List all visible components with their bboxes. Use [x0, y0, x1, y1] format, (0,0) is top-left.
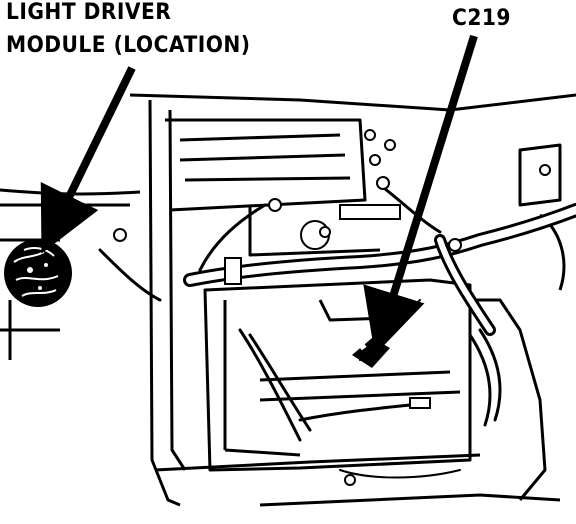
c219-leader-arrow	[363, 34, 478, 355]
connector-c219-label: C219	[452, 6, 511, 31]
dashboard-outline	[0, 93, 576, 507]
mounting-hardware	[113, 129, 551, 486]
light-driver-module	[4, 239, 72, 307]
light-driver-module-label-line2: MODULE (LOCATION)	[6, 33, 251, 58]
module-leader-arrow	[40, 66, 136, 254]
connector-c219	[352, 338, 390, 368]
light-driver-module-label-line1: LIGHT DRIVER	[6, 0, 172, 25]
